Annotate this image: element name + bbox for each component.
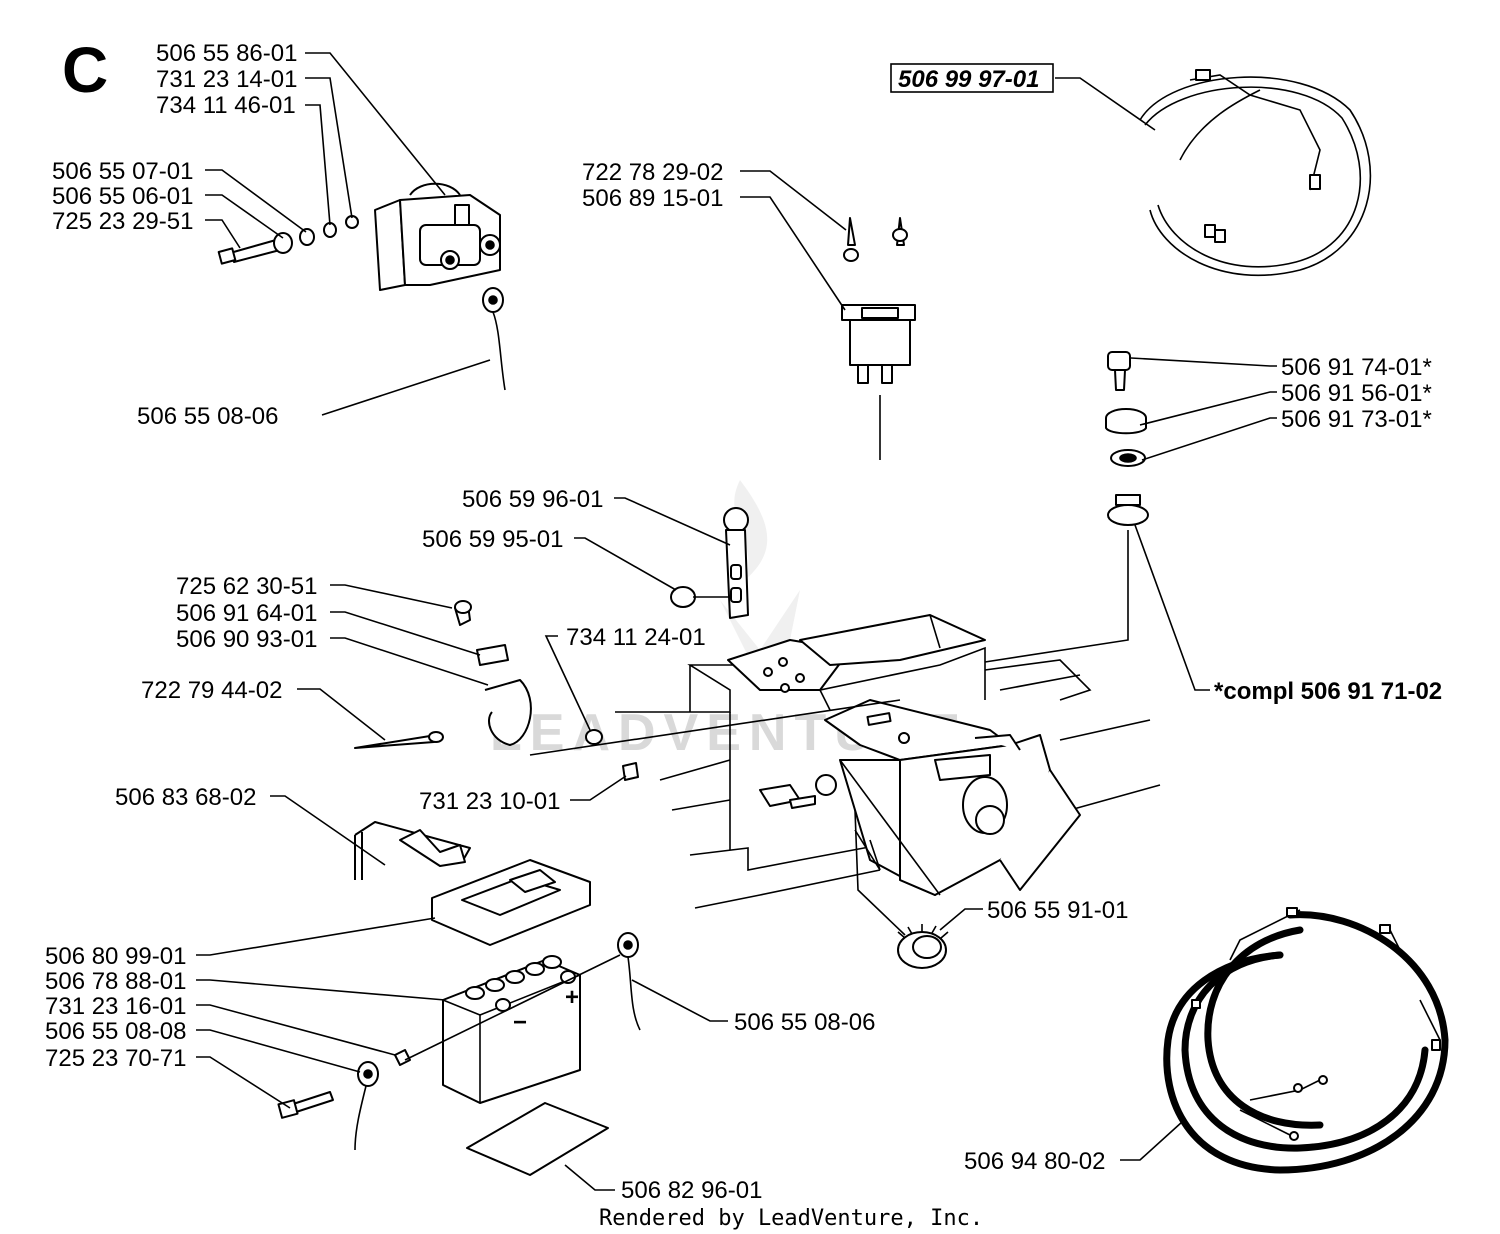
footer-credit: Rendered by LeadVenture, Inc.: [599, 1206, 983, 1231]
battery-mat: [466, 1102, 609, 1176]
part-label-nut-a: 734 11 46-01: [156, 92, 296, 119]
ignition-switch: [984, 351, 1149, 663]
part-label-bolt-a: 725 23 29-51: [52, 208, 193, 235]
part-label-battery-cover: 506 80 99-01: [45, 943, 186, 970]
part-label-harness-top: 506 99 97-01: [898, 66, 1039, 93]
battery: + −: [442, 955, 581, 1104]
battery-minus-mark: −: [513, 1009, 527, 1036]
part-label-cable-battery-pos: 506 55 08-06: [734, 1009, 875, 1036]
part-label-screw: 725 62 30-51: [176, 573, 317, 600]
part-label-battery: 506 78 88-01: [45, 968, 186, 995]
chassis-frame: [615, 614, 1161, 909]
part-label-holddown: 506 83 68-02: [115, 784, 256, 811]
control-module: [841, 217, 916, 460]
part-label-solenoid: 506 55 86-01: [156, 40, 297, 67]
part-label-harness-main: 506 94 80-02: [964, 1148, 1105, 1175]
throttle-lever: [670, 507, 749, 619]
solenoid-assembly: [217, 182, 506, 391]
battery-cover: [431, 859, 591, 946]
section-label: C: [62, 34, 108, 106]
part-label-nut-switch: 506 91 73-01*: [1281, 406, 1432, 433]
boxed-part-frame: [890, 63, 1054, 93]
part-label-cap: 506 91 56-01*: [1281, 380, 1432, 407]
part-label-nut-battery: 731 23 16-01: [45, 993, 186, 1020]
part-label-washer-a: 731 23 14-01: [156, 66, 297, 93]
microswitch-bracket: [354, 600, 901, 781]
part-label-battery-mat: 506 82 96-01: [621, 1177, 762, 1204]
battery-cables: [277, 932, 641, 1151]
part-label-cable-solenoid: 506 55 08-06: [137, 403, 278, 430]
part-label-pin: 722 79 44-02: [141, 677, 282, 704]
part-label-key: 506 91 74-01*: [1281, 354, 1432, 381]
part-label-rivet: 722 78 29-02: [582, 159, 723, 186]
part-label-grommet: 506 55 91-01: [987, 897, 1128, 924]
part-label-switch-complete: *compl 506 91 71-02: [1214, 678, 1442, 705]
part-label-spacer: 506 55 06-01: [52, 183, 193, 210]
part-label-nut-c: 731 23 10-01: [419, 788, 560, 815]
part-label-knob: 506 59 95-01: [422, 526, 563, 553]
leader-lines: [196, 52, 1277, 1191]
part-label-cable-battery-neg: 506 55 08-08: [45, 1018, 186, 1045]
part-label-microswitch: 506 91 64-01: [176, 600, 317, 627]
part-label-washer-b: 506 55 07-01: [52, 158, 193, 185]
wiring-harness-top: [1139, 69, 1372, 276]
wiring-harness-main: [1163, 907, 1449, 1174]
part-label-lever: 506 59 96-01: [462, 486, 603, 513]
battery-holddown: [354, 821, 471, 880]
battery-plus-mark: +: [565, 984, 579, 1011]
part-label-bolt-battery: 725 23 70-71: [45, 1045, 186, 1072]
part-label-bracket: 506 90 93-01: [176, 626, 317, 653]
part-label-control-module: 506 89 15-01: [582, 185, 723, 212]
rubber-grommet: [897, 924, 949, 969]
part-label-nut-b: 734 11 24-01: [566, 624, 706, 651]
